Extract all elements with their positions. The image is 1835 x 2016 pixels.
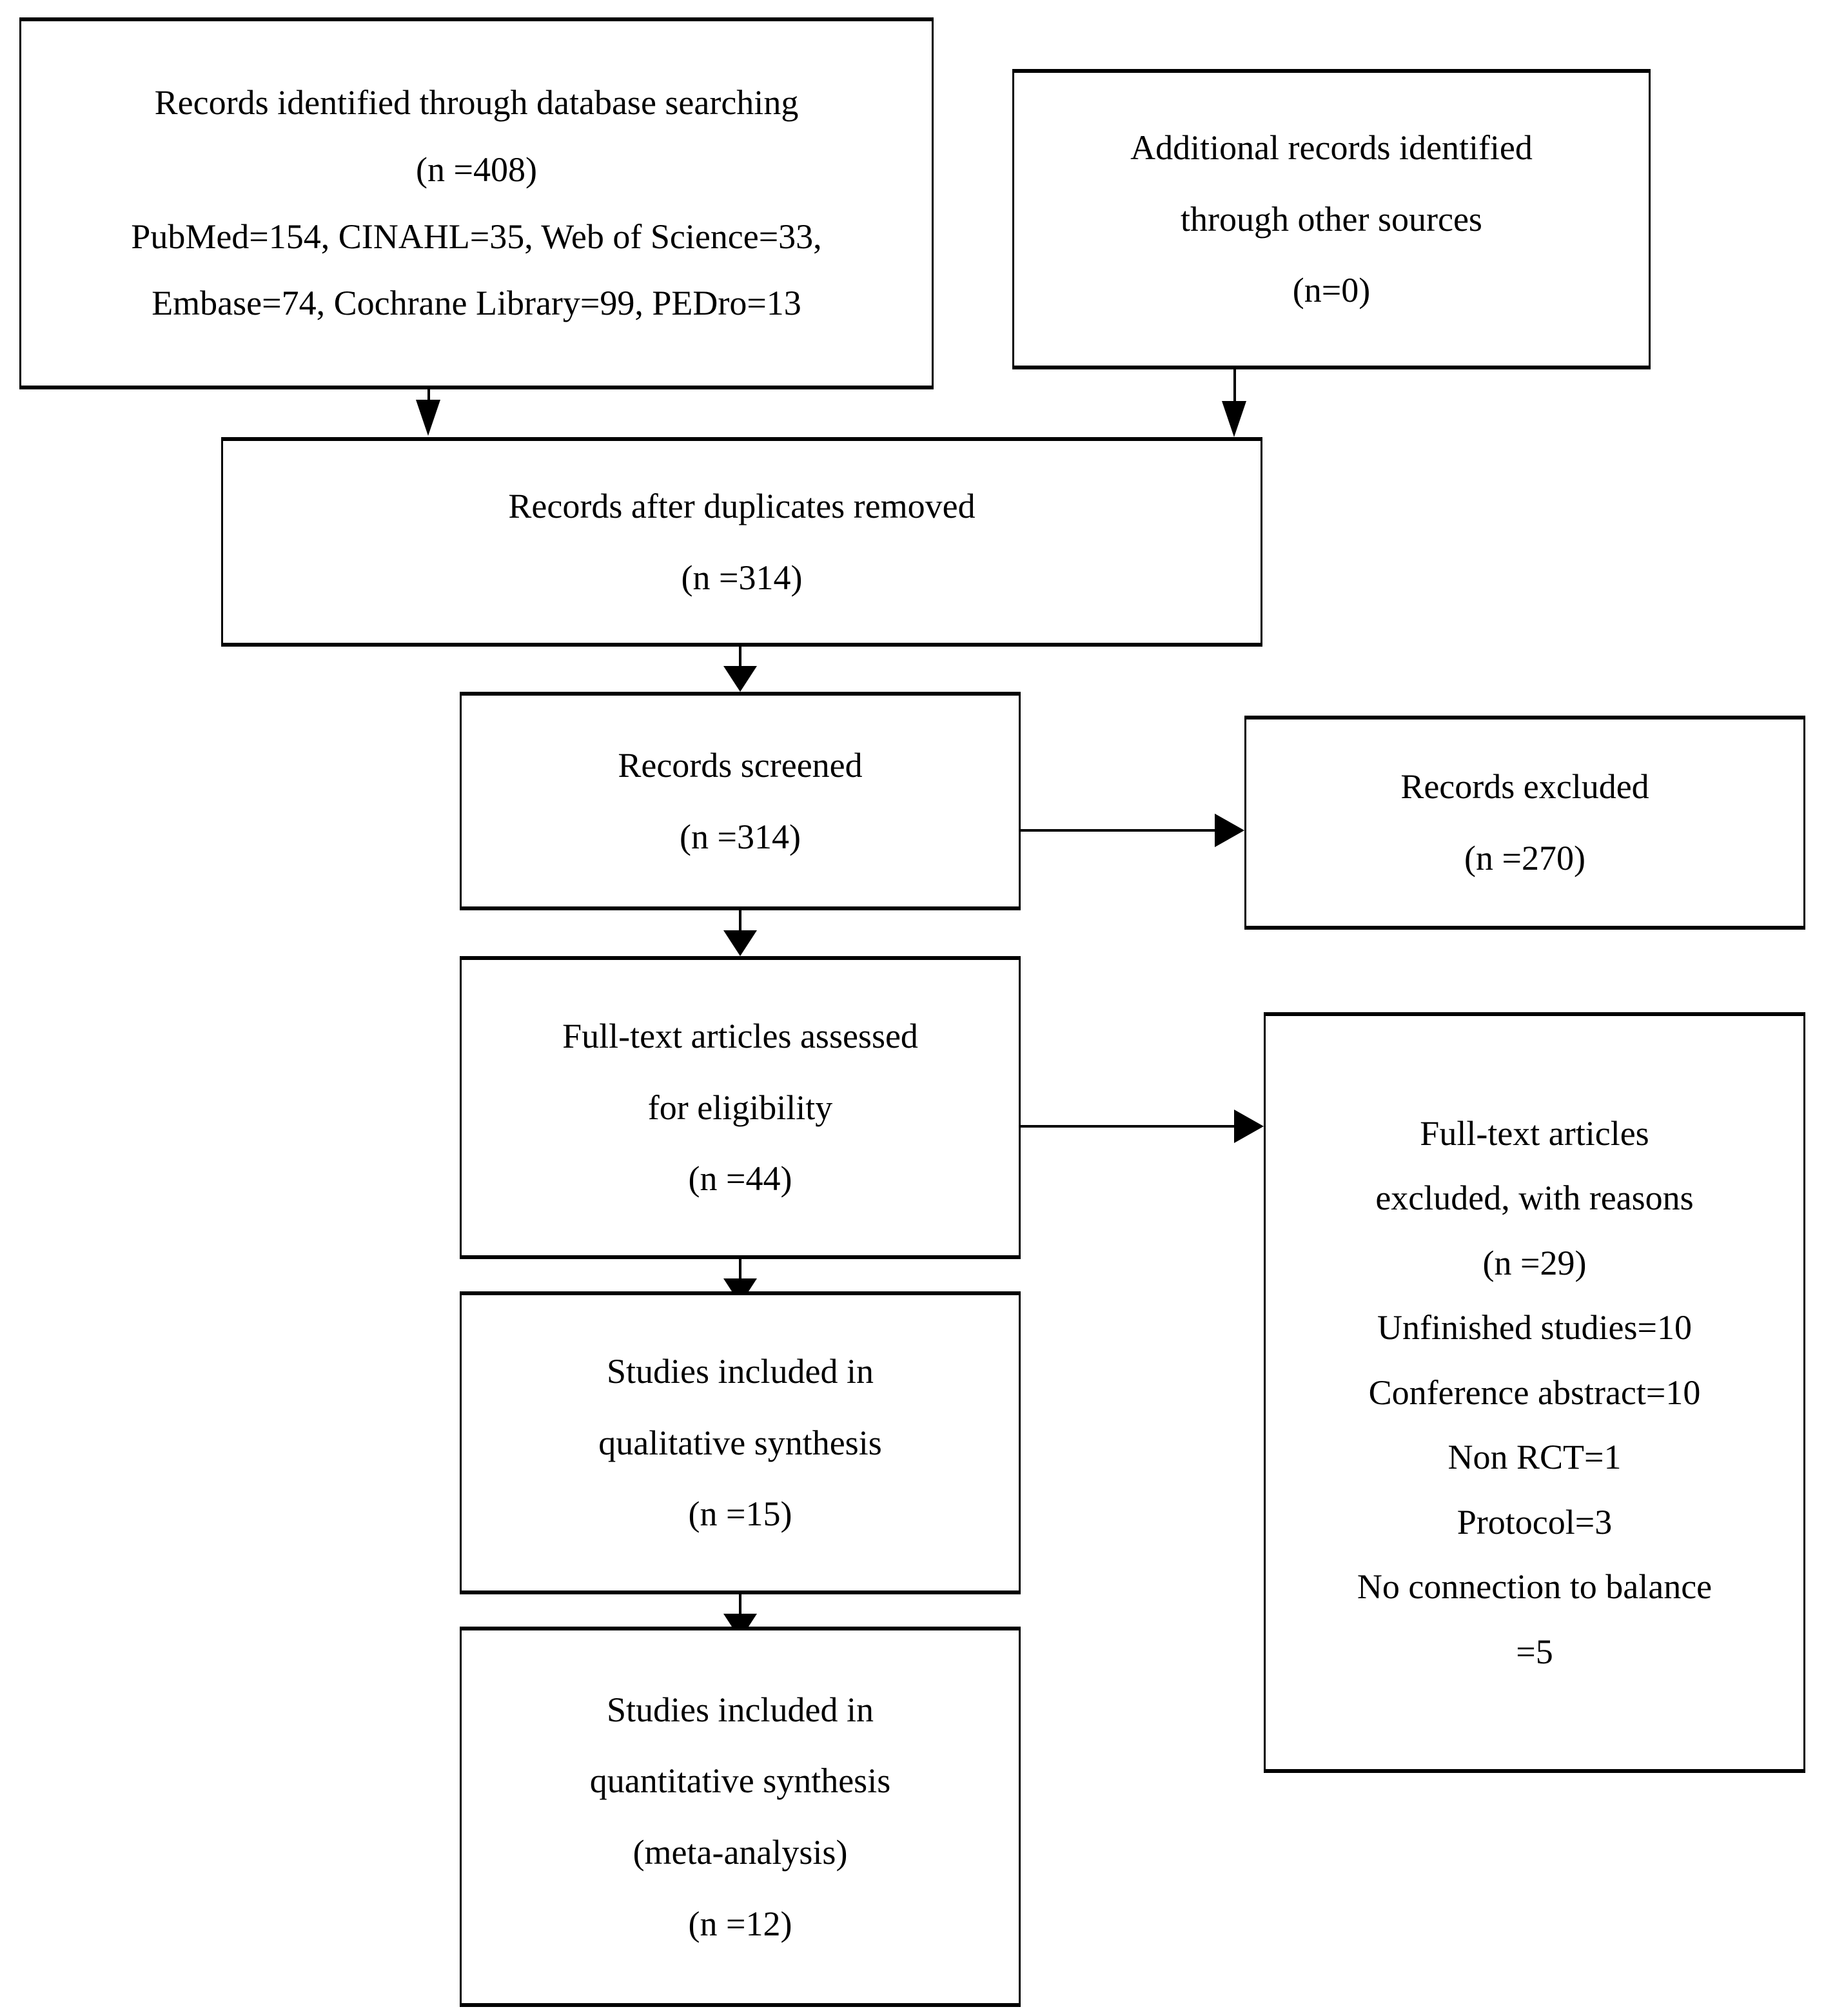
- box-records-screened: Records screened (n =314): [460, 692, 1021, 910]
- connector-line-screened-to-excluded: [1021, 829, 1241, 832]
- fulltext-assessed-title-1: Full-text articles assessed: [562, 1016, 918, 1055]
- connector-line-db-to-duplicates: [427, 389, 430, 406]
- fulltext-assessed-title-2: for eligibility: [647, 1088, 833, 1127]
- records-identified-database-title: Records identified through database sear…: [154, 83, 799, 122]
- arrow-screened-to-fulltext: [723, 930, 757, 956]
- records-after-duplicates-count: (n =314): [681, 558, 803, 597]
- reason-protocol: Protocol=3: [1457, 1502, 1613, 1541]
- connector-line-qualitative-to-quantitative: [739, 1594, 741, 1615]
- reason-non-rct: Non RCT=1: [1447, 1438, 1622, 1477]
- records-excluded-count: (n =270): [1464, 839, 1585, 877]
- box-fulltext-assessed: Full-text articles assessed for eligibil…: [460, 956, 1021, 1259]
- connector-line-screened-to-fulltext: [739, 910, 741, 931]
- connector-line-fulltext-to-excluded: [1021, 1125, 1261, 1128]
- box-quantitative-synthesis: Studies included in quantitative synthes…: [460, 1627, 1021, 2007]
- records-identified-other-count: (n=0): [1292, 271, 1371, 310]
- box-records-after-duplicates: Records after duplicates removed (n =314…: [221, 437, 1262, 647]
- reason-unfinished-studies: Unfinished studies=10: [1377, 1308, 1692, 1347]
- records-identified-database-sources-2: Embase=74, Cochrane Library=99, PEDro=13: [152, 284, 801, 323]
- connector-line-other-to-duplicates: [1233, 369, 1236, 408]
- reason-no-connection-to-balance-count: =5: [1516, 1632, 1553, 1671]
- quantitative-synthesis-title-1: Studies included in: [607, 1690, 874, 1729]
- qualitative-synthesis-title-2: qualitative synthesis: [598, 1423, 882, 1462]
- fulltext-assessed-count: (n =44): [688, 1159, 792, 1199]
- records-excluded-title: Records excluded: [1400, 767, 1649, 807]
- arrow-other-to-duplicates: [1222, 401, 1246, 437]
- box-fulltext-excluded-reasons: Full-text articles excluded, with reason…: [1264, 1012, 1805, 1773]
- qualitative-synthesis-title-1: Studies included in: [607, 1351, 874, 1391]
- arrow-screened-to-excluded: [1215, 814, 1244, 847]
- fulltext-excluded-title-2: excluded, with reasons: [1375, 1179, 1694, 1218]
- quantitative-synthesis-count: (n =12): [688, 1904, 792, 1943]
- records-identified-other-title-2: through other sources: [1181, 199, 1482, 239]
- qualitative-synthesis-count: (n =15): [688, 1494, 792, 1534]
- records-screened-count: (n =314): [680, 817, 801, 856]
- records-identified-database-sources-1: PubMed=154, CINAHL=35, Web of Science=33…: [131, 217, 822, 256]
- arrow-fulltext-to-excluded: [1234, 1110, 1264, 1143]
- box-records-identified-other: Additional records identified through ot…: [1012, 69, 1651, 369]
- records-screened-title: Records screened: [618, 745, 863, 785]
- reason-no-connection-to-balance: No connection to balance: [1357, 1567, 1712, 1607]
- arrow-db-to-duplicates: [416, 400, 440, 436]
- arrow-duplicates-to-screened: [723, 666, 757, 692]
- records-identified-database-count: (n =408): [416, 150, 537, 189]
- box-records-excluded: Records excluded (n =270): [1244, 716, 1805, 930]
- quantitative-synthesis-title-2: quantitative synthesis: [589, 1761, 891, 1801]
- fulltext-excluded-title-1: Full-text articles: [1420, 1114, 1649, 1153]
- reason-conference-abstract: Conference abstract=10: [1368, 1373, 1701, 1412]
- connector-line-duplicates-to-screened: [739, 647, 741, 667]
- fulltext-excluded-count: (n =29): [1482, 1243, 1587, 1282]
- connector-line-fulltext-to-qualitative: [739, 1259, 741, 1280]
- quantitative-synthesis-subtitle: (meta-analysis): [633, 1833, 848, 1872]
- records-identified-other-title-1: Additional records identified: [1130, 128, 1533, 167]
- box-qualitative-synthesis: Studies included in qualitative synthesi…: [460, 1291, 1021, 1594]
- records-after-duplicates-title: Records after duplicates removed: [508, 486, 976, 525]
- box-records-identified-database: Records identified through database sear…: [19, 17, 934, 389]
